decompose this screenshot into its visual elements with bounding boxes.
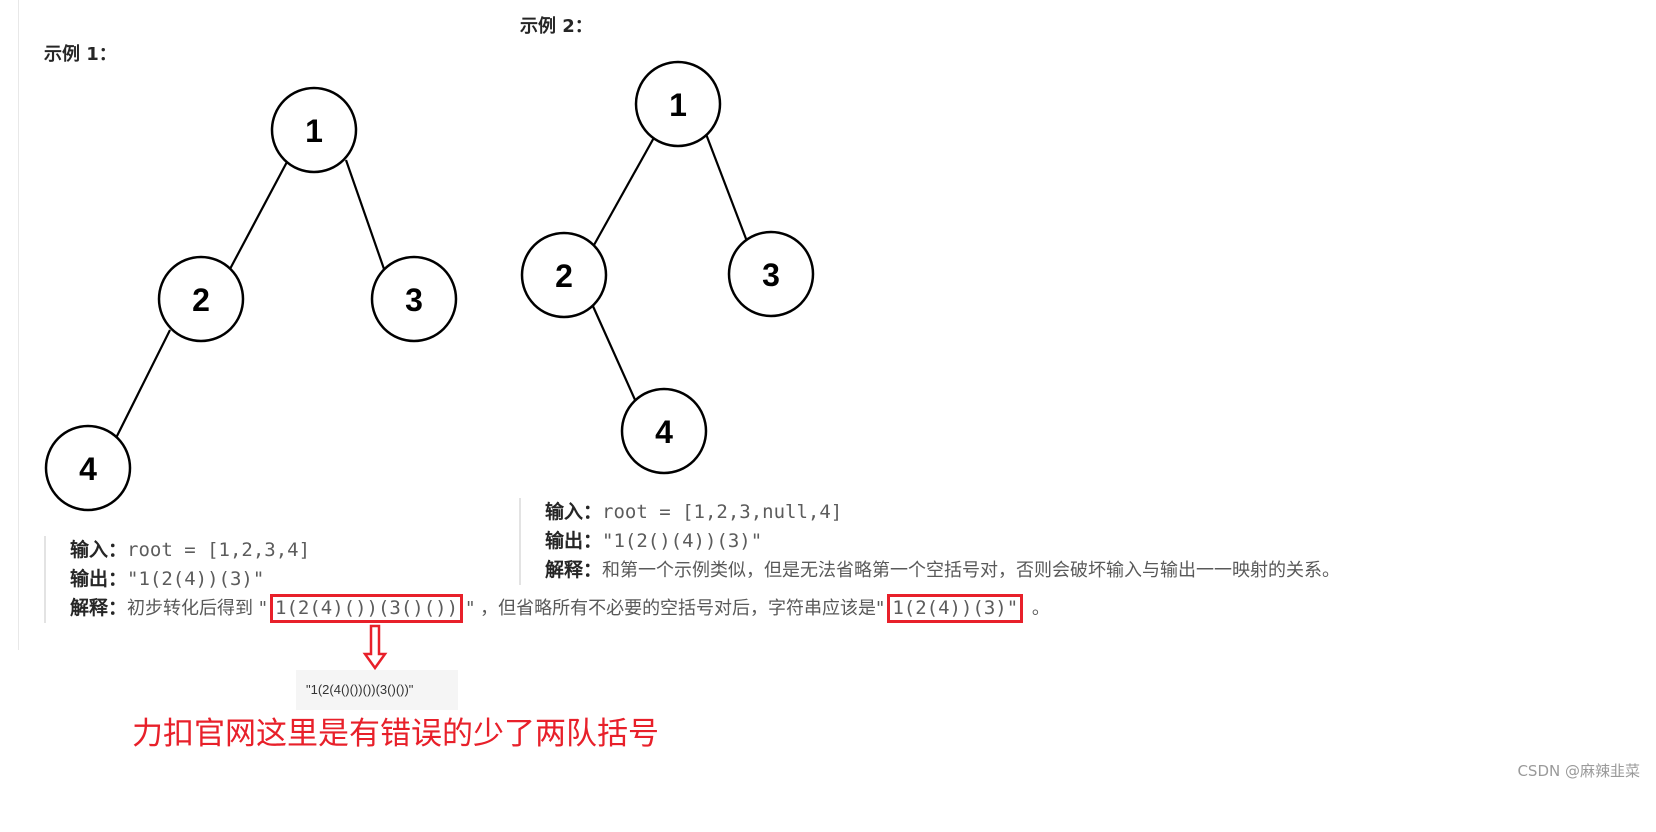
edge-2-4 <box>115 329 171 439</box>
edge-1-3 <box>344 159 386 270</box>
example-2-tree-diagram: 1 2 3 4 <box>520 60 815 475</box>
tree-node-3: 3 <box>370 255 458 343</box>
edge-2-4 <box>590 303 638 403</box>
example-2-title: 示例 2： <box>520 16 593 37</box>
left-border-rule <box>18 0 19 650</box>
explain-suffix: 。 <box>1026 598 1050 619</box>
svg-text:4: 4 <box>655 414 673 450</box>
explain-prefix: 初步转化后得到 " <box>127 598 268 619</box>
edge-1-2 <box>593 133 657 246</box>
pasted-snippet-screenshot: "1(2(4()())())(3()())" <box>296 670 458 710</box>
example-2-input-line: 输入：root = [1,2,3,null,4] <box>545 498 1340 527</box>
example-2-explain-line: 解释：和第一个示例类似，但是无法省略第一个空括号对，否则会破坏输入与输出一一映射… <box>545 556 1340 585</box>
svg-text:4: 4 <box>79 451 97 487</box>
example-1-io-block: 输入：root = [1,2,3,4] 输出："1(2(4))(3)" 解释：初… <box>44 536 1050 623</box>
explain-label: 解释： <box>545 559 603 581</box>
output-value: "1(2(4))(3)" <box>127 568 265 590</box>
example-2-output-line: 输出："1(2()(4))(3)" <box>545 527 1340 556</box>
explain-middle: " ，但省略所有不必要的空括号对后，字符串应该是" <box>466 598 885 619</box>
tree-node-1: 1 <box>270 86 358 174</box>
svg-text:2: 2 <box>555 258 573 294</box>
edge-1-3 <box>704 133 750 245</box>
example-1-title: 示例 1： <box>44 44 117 65</box>
svg-text:3: 3 <box>762 257 780 293</box>
example-1-input-line: 输入：root = [1,2,3,4] <box>70 536 1050 565</box>
highlighted-intermediate-string: 1(2(4)())(3()()) <box>270 594 464 623</box>
example-2-io-block: 输入：root = [1,2,3,null,4] 输出："1(2()(4))(3… <box>519 498 1340 585</box>
input-label: 输入： <box>545 501 603 523</box>
example-1-output-line: 输出："1(2(4))(3)" <box>70 565 1050 594</box>
tree-node-4: 4 <box>620 387 708 475</box>
input-label: 输入： <box>70 539 128 561</box>
tree-node-3: 3 <box>727 230 815 318</box>
edge-1-2 <box>229 159 289 270</box>
output-label: 输出： <box>545 530 603 552</box>
explain-text: 和第一个示例类似，但是无法省略第一个空括号对，否则会破坏输入与输出一一映射的关系… <box>602 560 1341 581</box>
svg-text:1: 1 <box>305 113 323 149</box>
input-value: root = [1,2,3,4] <box>127 539 311 561</box>
csdn-watermark: CSDN @麻辣韭菜 <box>1517 762 1640 780</box>
input-value: root = [1,2,3,null,4] <box>602 501 843 523</box>
red-annotation-note: 力扣官网这里是有错误的少了两队括号 <box>132 716 659 752</box>
output-value: "1(2()(4))(3)" <box>602 530 763 552</box>
tree-node-2: 2 <box>520 231 608 319</box>
example-1-explain-line: 解释：初步转化后得到 "1(2(4)())(3()())" ，但省略所有不必要的… <box>70 594 1050 623</box>
explain-label: 解释： <box>70 597 128 619</box>
svg-text:1: 1 <box>669 87 687 123</box>
output-label: 输出： <box>70 568 128 590</box>
down-arrow-icon <box>362 624 388 671</box>
svg-text:2: 2 <box>192 282 210 318</box>
tree-node-4: 4 <box>44 424 132 512</box>
tree-node-1: 1 <box>634 60 722 148</box>
highlighted-final-string: 1(2(4))(3)" <box>887 594 1024 623</box>
svg-text:3: 3 <box>405 282 423 318</box>
tree-node-2: 2 <box>157 255 245 343</box>
example-1-tree-diagram: 1 2 3 4 <box>44 86 458 512</box>
